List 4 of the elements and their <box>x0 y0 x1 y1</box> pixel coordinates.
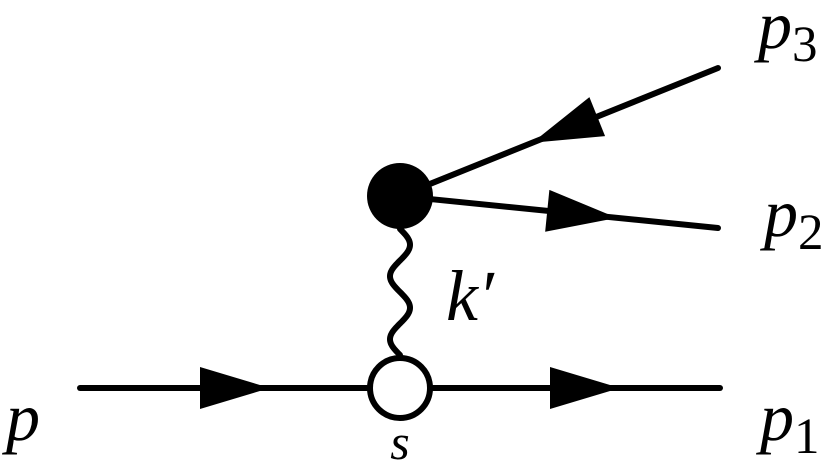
arrow-line <box>430 190 721 232</box>
arrow-line <box>428 65 721 187</box>
edge-label: k′ <box>446 269 494 323</box>
vertex-label: s <box>390 424 410 462</box>
